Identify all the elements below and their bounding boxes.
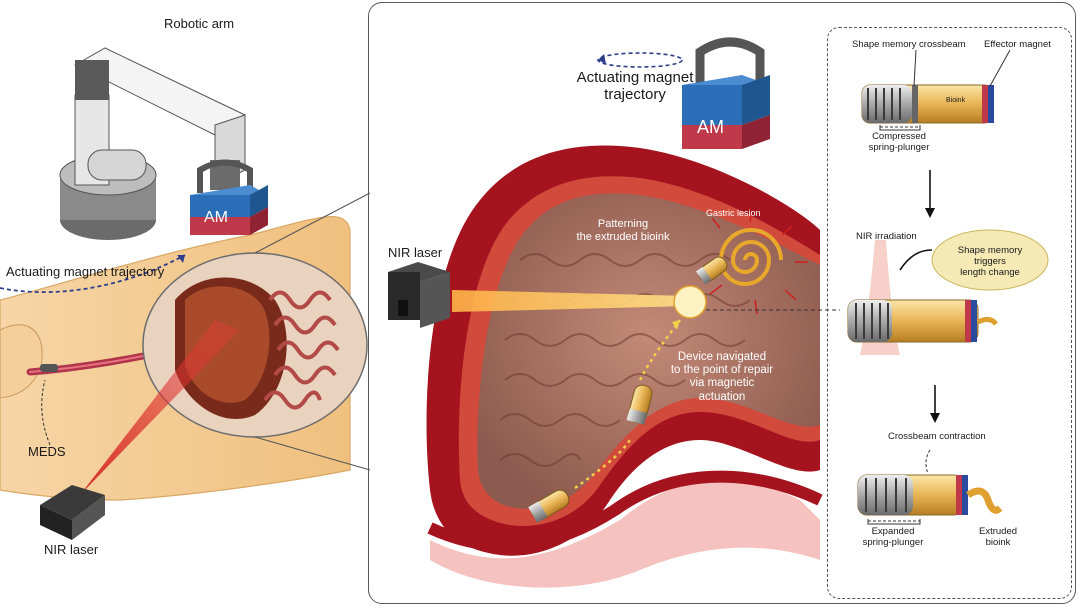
lesion-rays <box>709 209 808 315</box>
patient-head <box>0 324 43 399</box>
left-laser-beam <box>80 320 240 495</box>
patterning-label-line1: Patterning <box>597 218 649 230</box>
center-nir-laser-device <box>388 262 450 328</box>
left-nir-laser-label: NIR laser <box>44 542 99 557</box>
expanded-label: Expanded spring-plunger <box>848 526 938 549</box>
expanded-label-line2: spring-plunger <box>862 536 924 548</box>
intestine-loops <box>263 290 340 410</box>
triggers-label: Shape memory triggers length change <box>950 245 1030 279</box>
stomach-illustration <box>388 37 840 588</box>
nir-irradiation-label: NIR irradiation <box>856 231 917 242</box>
triggers-label-line3: length change <box>960 266 1020 278</box>
meds-device-navigating <box>626 384 653 425</box>
left-actuating-magnet <box>190 159 268 235</box>
stomach-inner-lining <box>477 193 820 509</box>
center-trajectory-label: Actuating magnet trajectory <box>560 69 710 104</box>
mechanism-illustration <box>847 49 1049 525</box>
patterning-label: Patterning the extruded bioink <box>548 218 698 243</box>
meds-device-patterning <box>695 256 728 285</box>
trigger-bubble <box>931 229 1049 291</box>
navigated-label-line1: Device navigated <box>677 351 767 363</box>
center-trajectory-label-line1: Actuating magnet <box>576 69 694 86</box>
left-trajectory-arrow <box>0 254 186 294</box>
meds-device-entering <box>528 489 570 523</box>
meds-label: MEDS <box>28 444 66 459</box>
extruded-label-line1: Extruded <box>978 526 1018 537</box>
center-am-label: AM <box>697 117 724 137</box>
meds-device-left <box>40 364 58 372</box>
navigated-label-line2: to the point of repair <box>670 364 774 377</box>
center-laser-beam <box>452 290 690 312</box>
left-nir-laser-device <box>40 485 105 540</box>
device-expanded <box>857 449 1003 525</box>
crossbeam-contraction-label: Crossbeam contraction <box>888 431 986 442</box>
left-am-label: AM <box>204 209 228 226</box>
center-panel-frame <box>368 2 1076 604</box>
navigated-label-line3: via magnetic <box>689 377 755 390</box>
extruded-label-line2: bioink <box>985 536 1011 548</box>
left-trajectory-label: Actuating magnet trajectory <box>6 264 165 279</box>
effector-magnet-label: Effector magnet <box>984 39 1051 50</box>
gastric-lesion-label: Gastric lesion <box>706 208 761 218</box>
expanded-label-line1: Expanded <box>871 526 915 537</box>
bioink-spiral <box>718 228 783 286</box>
shape-memory-crossbeam-label: Shape memory crossbeam <box>852 39 966 50</box>
triggers-label-line2: triggers <box>974 255 1006 267</box>
laser-focus-spot <box>673 285 707 319</box>
center-actuating-magnet <box>682 37 770 149</box>
patterning-label-line2: the extruded bioink <box>576 230 670 243</box>
compressed-label: Compressed spring-plunger <box>854 131 944 154</box>
compressed-label-line1: Compressed <box>872 131 926 142</box>
device-irradiated <box>847 299 998 343</box>
navigated-label: Device navigated to the point of repair … <box>652 351 792 404</box>
robotic-arm-label: Robotic arm <box>164 16 235 31</box>
compressed-label-line2: spring-plunger <box>868 141 930 153</box>
navigated-label-line4: actuation <box>698 390 746 403</box>
right-panel-frame <box>827 27 1072 599</box>
center-trajectory-label-line2: trajectory <box>604 86 666 104</box>
triggers-label-line1: Shape memory <box>957 245 1023 256</box>
extruded-label: Extruded bioink <box>968 526 1028 549</box>
bioink-label: Bioink <box>946 97 966 104</box>
device-compressed <box>861 49 1011 131</box>
left-illustration <box>0 47 371 540</box>
center-nir-laser-label: NIR laser <box>388 245 443 260</box>
